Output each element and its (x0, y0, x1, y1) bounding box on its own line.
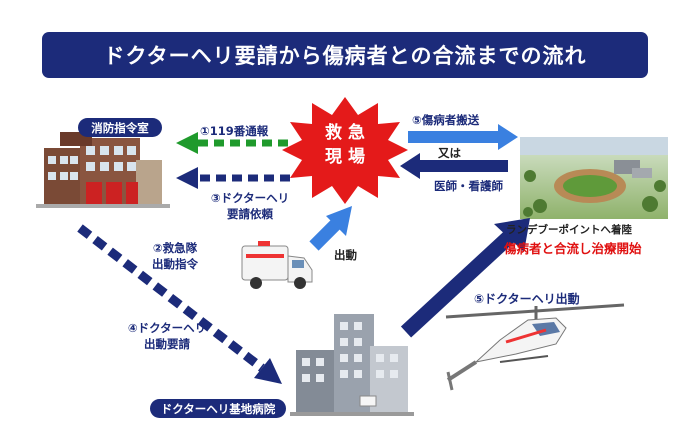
medics-label: 医師・看護師 (434, 178, 503, 194)
landing-field-photo (520, 137, 668, 219)
step4-line1: ④ドクターヘリ (112, 320, 222, 336)
fire-station-label: 消防指令室 (78, 118, 162, 137)
arrow-heli-request (176, 167, 290, 189)
fire-station-illustration (36, 132, 170, 208)
step1-label: ①119番通報 (200, 123, 268, 139)
step4-label: ④ドクターヘリ 出動要請 (112, 320, 222, 352)
ambulance-illustration (242, 241, 312, 289)
scene-label-line1: 救 急 (307, 121, 383, 145)
step2-line1: ②救急隊 (130, 240, 220, 256)
or-label: 又は (438, 145, 461, 161)
step5-heli-label: ⑤ドクターヘリ出動 (474, 290, 580, 307)
helicopter-illustration (446, 305, 624, 390)
step3-line2: 要請依頼 (200, 206, 300, 222)
step2-line2: 出動指令 (130, 256, 220, 272)
step3-line1: ③ドクターヘリ (200, 190, 300, 206)
scene-label: 救 急 現 場 (307, 121, 383, 169)
dispatch-label: 出動 (334, 247, 357, 263)
hospital-illustration (290, 314, 414, 416)
step2-label: ②救急隊 出動指令 (130, 240, 220, 272)
step5-transport-label: ⑤傷病者搬送 (412, 112, 479, 128)
hospital-label: ドクターヘリ基地病院 (150, 399, 286, 418)
landing-label-line1: ランデブーポイントへ着陸 (506, 222, 632, 237)
step3-label: ③ドクターヘリ 要請依頼 (200, 190, 300, 222)
arrow-dispatch (314, 206, 352, 246)
landing-label-line2: 傷病者と合流し治療開始 (504, 238, 642, 257)
step4-line2: 出動要請 (112, 336, 222, 352)
scene-label-line2: 現 場 (307, 145, 383, 169)
